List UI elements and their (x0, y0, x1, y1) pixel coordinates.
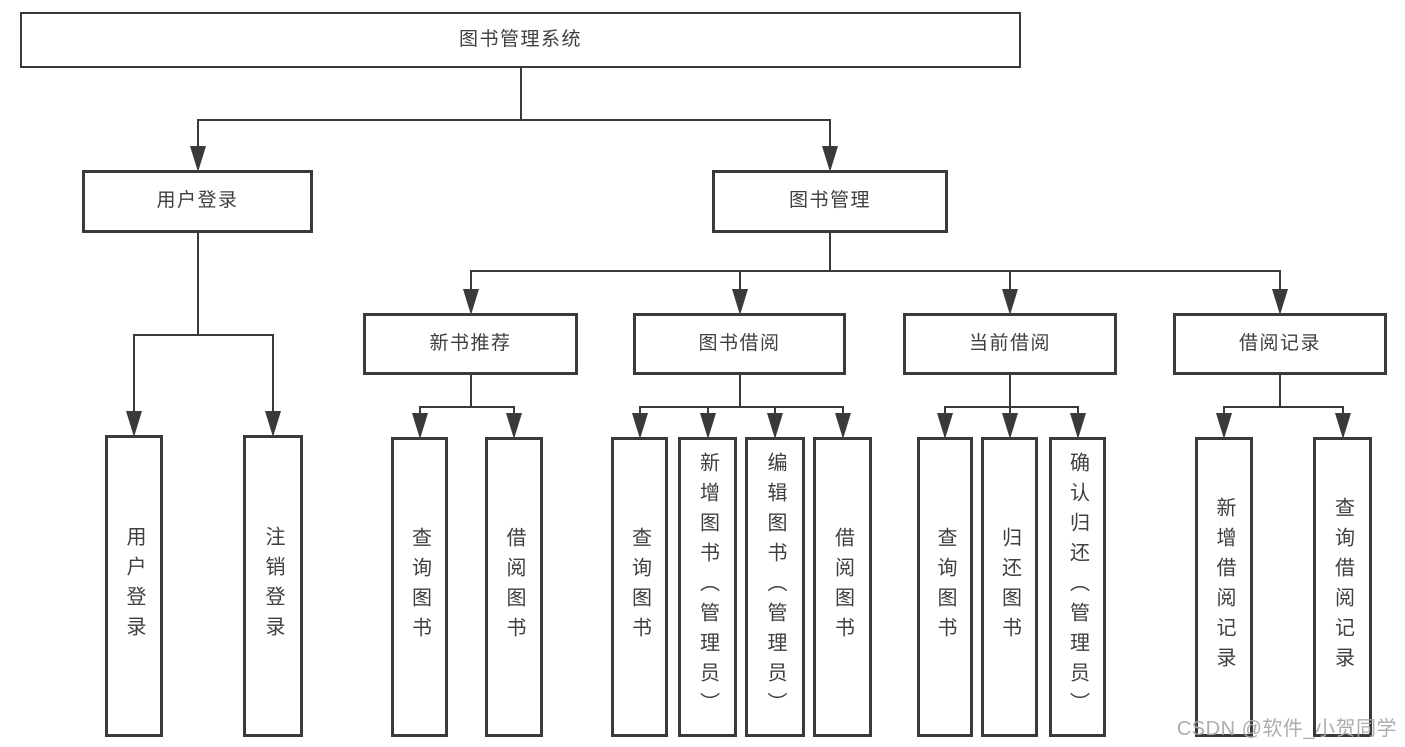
node-records-label: 借阅记录 (1238, 332, 1321, 354)
arrowhead-icon-current (1002, 289, 1018, 315)
connector-rail-root (196, 119, 831, 121)
connector-stem-mgmt (829, 233, 831, 271)
node-b2-label: 新增图书（管理员） (696, 452, 719, 722)
node-b4: 借阅图书 (813, 437, 872, 737)
node-current: 当前借阅 (903, 313, 1117, 375)
arrowhead-icon-b4 (834, 413, 851, 439)
connector-rail-newbook (418, 406, 515, 408)
node-c3-label: 确认归还（管理员） (1066, 452, 1089, 722)
node-n2: 借阅图书 (485, 437, 543, 737)
connector-branch-mgmt-borrow (738, 271, 741, 293)
connector-branch-root-mgmt (829, 120, 831, 150)
node-n1: 查询图书 (391, 437, 448, 737)
node-mgmt: 图书管理 (712, 170, 948, 233)
connector-branch-mgmt-records (1279, 271, 1281, 293)
node-b3-label: 编辑图书（管理员） (764, 452, 786, 722)
arrowhead-icon-records (1272, 289, 1288, 315)
node-l1: 用户登录 (105, 435, 163, 737)
node-newbook: 新书推荐 (363, 313, 578, 375)
node-b4-label: 借阅图书 (831, 527, 854, 647)
connector-rail-mgmt (469, 270, 1281, 272)
connector-branch-current-c3 (1076, 407, 1079, 417)
csdn-watermark: CSDN @软件_小贺同学 (1176, 718, 1397, 740)
connector-branch-records-r2 (1341, 407, 1344, 417)
connector-branch-records-r1 (1223, 407, 1225, 417)
node-current-label: 当前借阅 (968, 332, 1051, 354)
connector-branch-current-c2 (1008, 407, 1011, 417)
node-c3: 确认归还（管理员） (1049, 437, 1106, 737)
connector-branch-mgmt-newbook (469, 271, 472, 293)
arrowhead-icon-c2 (1001, 413, 1018, 439)
node-r2: 查询借阅记录 (1313, 437, 1372, 737)
node-b2: 新增图书（管理员） (678, 437, 737, 737)
connector-rail-records (1223, 406, 1344, 408)
node-login-label: 用户登录 (156, 190, 239, 212)
connector-branch-newbook-n1 (418, 407, 421, 417)
connector-branch-borrow-b1 (638, 407, 641, 417)
arrowhead-icon-c1 (937, 413, 953, 439)
connector-stem-current (1009, 375, 1011, 407)
node-b1-label: 查询图书 (628, 527, 651, 647)
node-c1-label: 查询图书 (934, 527, 956, 647)
node-c2-label: 归还图书 (998, 527, 1021, 647)
connector-stem-borrow (738, 375, 741, 407)
node-l2: 注销登录 (243, 435, 303, 737)
connector-rail-login (133, 334, 274, 336)
arrowhead-icon-r1 (1216, 413, 1232, 439)
node-n2-label: 借阅图书 (503, 527, 525, 647)
node-root: 图书管理系统 (20, 12, 1021, 68)
arrowhead-icon-b1 (631, 413, 648, 439)
node-root-label: 图书管理系统 (458, 28, 582, 50)
node-l1-label: 用户登录 (123, 526, 145, 646)
node-n1-label: 查询图书 (408, 527, 431, 647)
connector-branch-login-l1 (133, 335, 135, 415)
connector-branch-mgmt-current (1009, 271, 1011, 293)
arrowhead-icon-newbook (462, 289, 479, 315)
connector-stem-login (196, 233, 199, 335)
connector-branch-root-login (196, 120, 199, 150)
connector-branch-borrow-b2 (706, 407, 709, 417)
node-borrow: 图书借阅 (633, 313, 846, 375)
arrowhead-icon-l1 (126, 411, 142, 437)
arrowhead-icon-n1 (411, 413, 428, 439)
node-b3: 编辑图书（管理员） (745, 437, 805, 737)
node-b1: 查询图书 (611, 437, 668, 737)
node-c1: 查询图书 (917, 437, 973, 737)
connector-stem-newbook (469, 375, 472, 407)
node-r1-label: 新增借阅记录 (1213, 497, 1235, 677)
arrowhead-icon-borrow (731, 289, 748, 315)
arrowhead-icon-l2 (265, 411, 281, 437)
arrowhead-icon-n2 (506, 413, 522, 439)
connector-stem-records (1279, 375, 1281, 407)
connector-branch-newbook-n2 (513, 407, 515, 417)
node-r1: 新增借阅记录 (1195, 437, 1253, 737)
arrowhead-icon-login (189, 146, 206, 172)
connector-branch-borrow-b3 (774, 407, 776, 417)
node-mgmt-label: 图书管理 (788, 190, 871, 212)
node-l2-label: 注销登录 (262, 526, 284, 646)
connector-rail-current (944, 406, 1079, 408)
node-records: 借阅记录 (1173, 313, 1387, 375)
node-login: 用户登录 (82, 170, 313, 233)
arrowhead-icon-mgmt (822, 146, 838, 172)
arrowhead-icon-r2 (1334, 413, 1351, 439)
connector-branch-borrow-b4 (841, 407, 844, 417)
node-newbook-label: 新书推荐 (429, 332, 512, 354)
connector-branch-login-l2 (272, 335, 274, 415)
connector-branch-current-c1 (944, 407, 946, 417)
node-r2-label: 查询借阅记录 (1331, 497, 1354, 677)
arrowhead-icon-b3 (767, 413, 783, 439)
node-borrow-label: 图书借阅 (698, 332, 781, 354)
connector-rail-borrow (638, 406, 844, 408)
node-c2: 归还图书 (981, 437, 1038, 737)
arrowhead-icon-b2 (699, 413, 716, 439)
arrowhead-icon-c3 (1069, 413, 1086, 439)
connector-stem-root (519, 68, 522, 120)
